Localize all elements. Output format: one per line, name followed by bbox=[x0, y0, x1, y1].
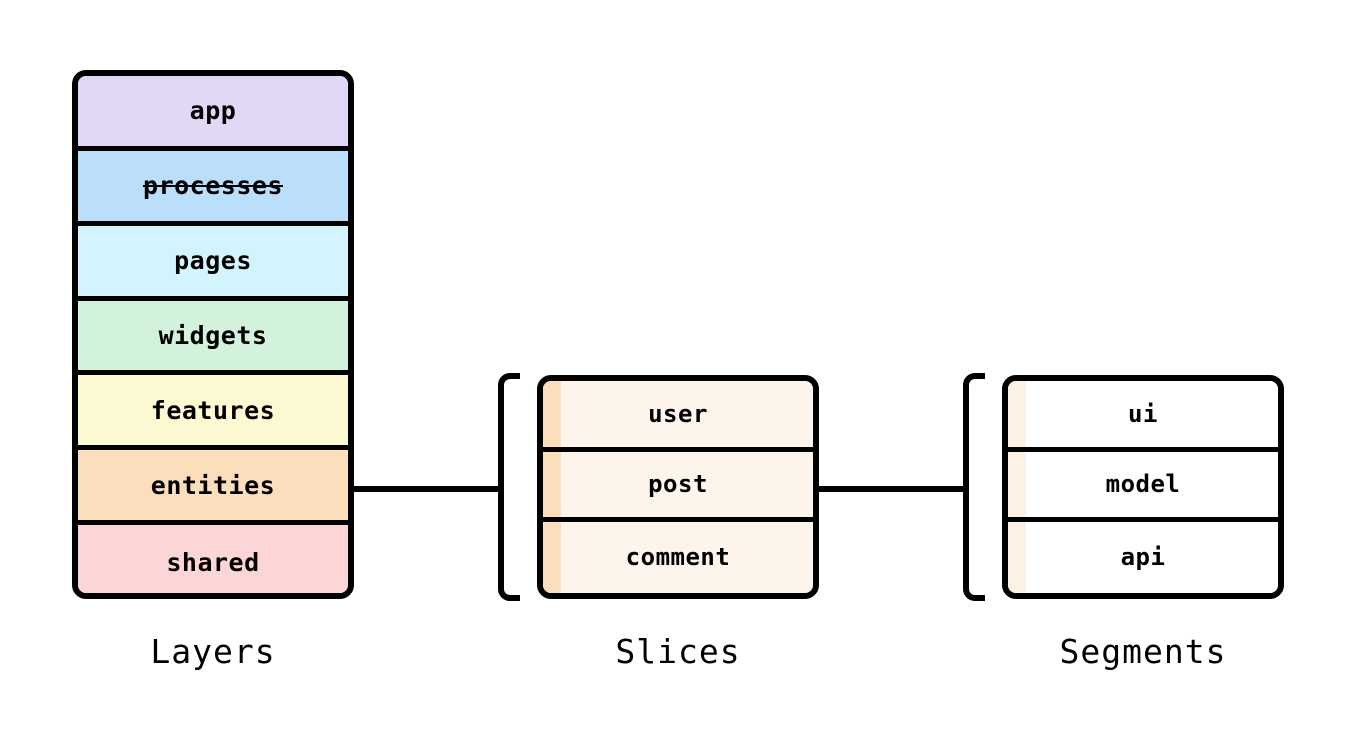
slice-accent-stripe bbox=[543, 451, 561, 518]
segment-row-ui[interactable]: ui bbox=[1008, 381, 1278, 452]
layer-row-app[interactable]: app bbox=[78, 76, 348, 151]
caption-segments: Segments bbox=[1059, 632, 1227, 671]
slice-label-user: user bbox=[648, 399, 708, 428]
segment-label-ui: ui bbox=[1128, 399, 1158, 428]
layer-row-pages[interactable]: pages bbox=[78, 225, 348, 301]
segment-accent-stripe bbox=[1008, 451, 1026, 518]
slice-label-comment: comment bbox=[625, 543, 731, 572]
layer-label-pages: pages bbox=[174, 246, 252, 276]
slice-row-comment[interactable]: comment bbox=[543, 522, 813, 593]
layer-label-app: app bbox=[189, 96, 237, 126]
layer-row-processes[interactable]: processes bbox=[78, 150, 348, 226]
segment-accent-stripe bbox=[1008, 522, 1026, 593]
layer-row-entities[interactable]: entities bbox=[78, 450, 348, 526]
segment-label-api: api bbox=[1120, 543, 1166, 572]
layer-label-features: features bbox=[150, 395, 276, 425]
layer-row-widgets[interactable]: widgets bbox=[78, 300, 348, 376]
layer-label-entities: entities bbox=[150, 470, 276, 500]
connector-post-to-segments bbox=[817, 486, 965, 492]
layer-row-shared[interactable]: shared bbox=[78, 525, 348, 593]
segment-row-model[interactable]: model bbox=[1008, 451, 1278, 523]
layer-label-shared: shared bbox=[166, 547, 260, 577]
caption-slices: Slices bbox=[615, 632, 741, 671]
segment-accent-stripe bbox=[1008, 381, 1026, 447]
slice-accent-stripe bbox=[543, 522, 561, 593]
layers-group: app processes pages widgets features ent… bbox=[72, 70, 354, 599]
slices-group: user post comment bbox=[537, 375, 819, 599]
slices-bracket-icon bbox=[498, 373, 520, 601]
layer-label-processes: processes bbox=[143, 171, 283, 201]
segments-group: ui model api bbox=[1002, 375, 1284, 599]
slice-row-post[interactable]: post bbox=[543, 451, 813, 523]
slice-accent-stripe bbox=[543, 381, 561, 447]
layer-row-features[interactable]: features bbox=[78, 375, 348, 451]
segments-bracket-icon bbox=[963, 373, 985, 601]
connector-entities-to-slices bbox=[352, 486, 500, 492]
layer-label-widgets: widgets bbox=[158, 320, 268, 350]
caption-layers: Layers bbox=[150, 632, 276, 671]
slice-label-post: post bbox=[648, 470, 708, 499]
slice-row-user[interactable]: user bbox=[543, 381, 813, 452]
segment-row-api[interactable]: api bbox=[1008, 522, 1278, 593]
segment-label-model: model bbox=[1105, 470, 1181, 499]
